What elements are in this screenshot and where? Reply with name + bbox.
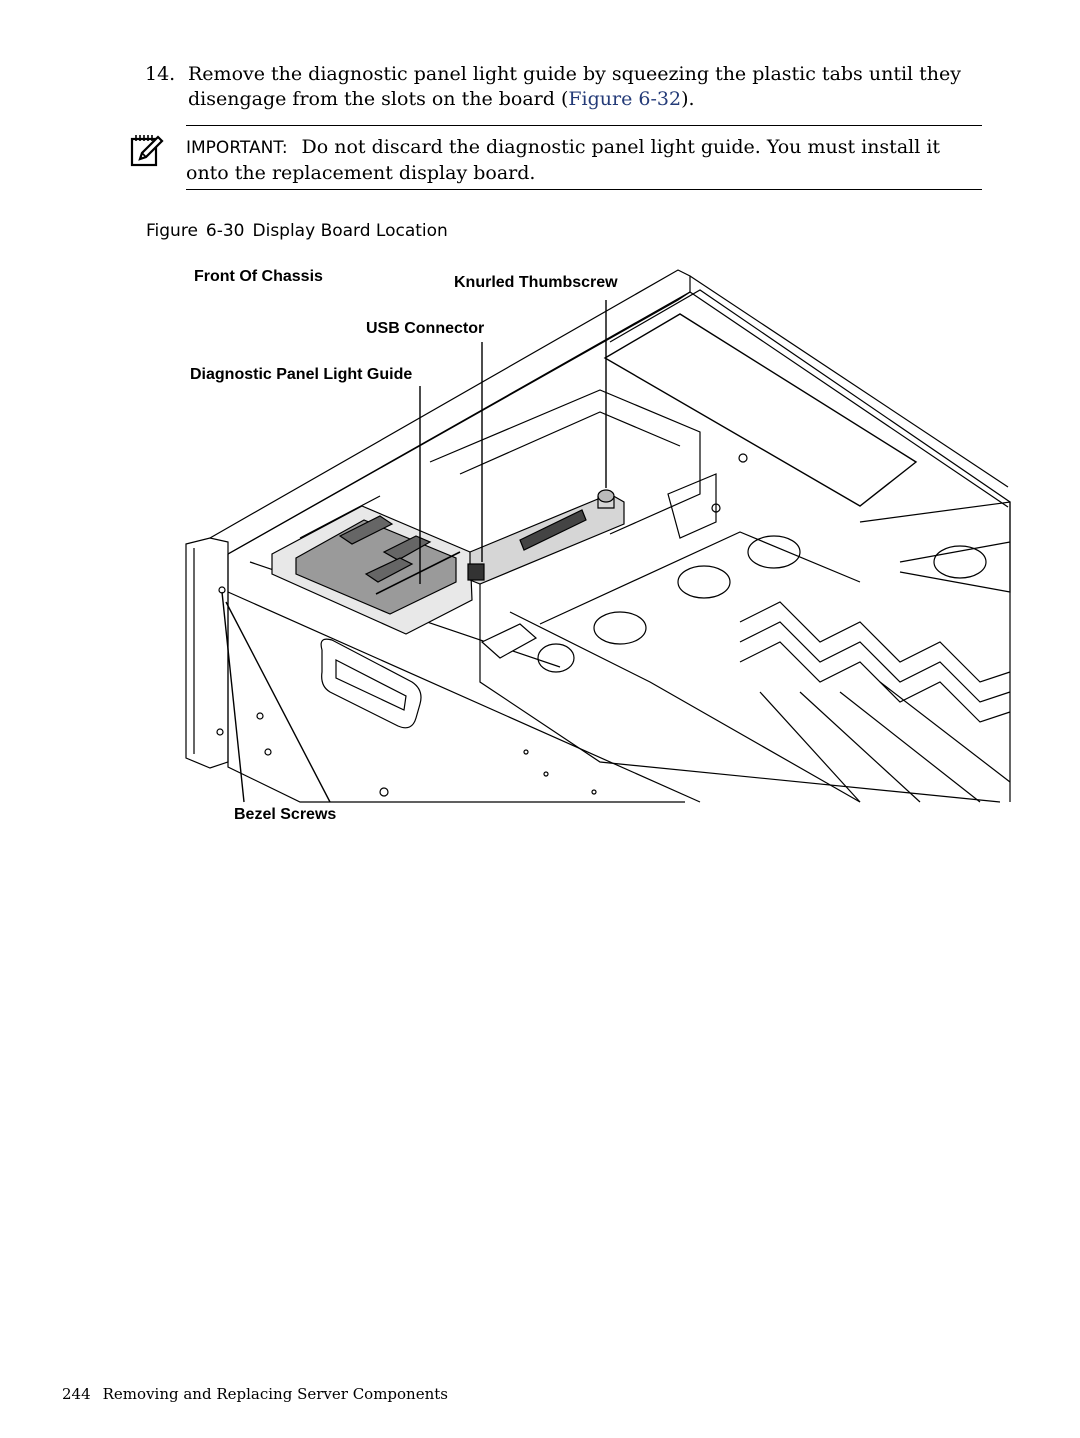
callout-usb-connector: USB Connector [366, 320, 485, 337]
callout-bezel-screws: Bezel Screws [234, 806, 337, 823]
right-side-wall [859, 501, 1011, 802]
bracket [667, 473, 717, 539]
page-footer: 244 Removing and Replacing Server Compone… [62, 1385, 448, 1403]
important-note-icon [130, 135, 164, 167]
fan-1 [593, 611, 647, 645]
step-number: 14. [145, 63, 176, 85]
front-bezel [185, 537, 229, 769]
important-note: IMPORTANT:Do not discard the diagnostic … [186, 135, 982, 186]
footer-section-title: Removing and Replacing Server Components [102, 1385, 448, 1403]
note-label: IMPORTANT: [186, 138, 288, 158]
step-text: Remove the diagnostic panel light guide … [188, 62, 985, 112]
figure-caption: Figure 6-30 Display Board Location [146, 221, 448, 241]
fan-3 [747, 535, 801, 569]
fan-4 [933, 545, 987, 579]
caption-prefix: Figure [146, 221, 198, 241]
front-chassis-wall [227, 554, 685, 803]
note-top-rule [186, 125, 982, 126]
callout-diagnostic-panel-light-guide: Diagnostic Panel Light Guide [190, 366, 413, 383]
bezel-screw [216, 728, 224, 736]
front-handle [320, 638, 422, 729]
callout-knurled-thumbscrew: Knurled Thumbscrew [454, 274, 618, 291]
display-board-location-figure: Front Of Chassis Knurled Thumbscrew USB … [180, 262, 1020, 827]
heat-sink-fins [739, 601, 1011, 683]
caption-number: 6-30 [205, 221, 245, 241]
fan-2 [677, 565, 731, 599]
page-number: 244 [62, 1385, 91, 1403]
step-text-before: Remove the diagnostic panel light guide … [188, 63, 961, 110]
note-bottom-rule [186, 189, 982, 190]
callout-front-of-chassis: Front Of Chassis [194, 268, 323, 285]
cover-window [603, 313, 918, 507]
figure-cross-reference-link[interactable]: Figure 6-32 [568, 88, 682, 110]
fan-ring [537, 643, 575, 673]
leader-bezel-screw-2 [225, 601, 331, 803]
usb-connector [467, 563, 485, 581]
server-chassis-illustration [185, 269, 1011, 803]
board-header [519, 509, 587, 551]
pci-slot-area [479, 584, 1001, 803]
knurled-thumbscrew [597, 489, 615, 503]
step-text-after: ). [681, 88, 695, 110]
drive-bay [429, 389, 701, 535]
note-text: Do not discard the diagnostic panel ligh… [186, 136, 941, 184]
leader-bezel-screw-1 [221, 591, 245, 803]
caption-title: Display Board Location [252, 221, 448, 241]
